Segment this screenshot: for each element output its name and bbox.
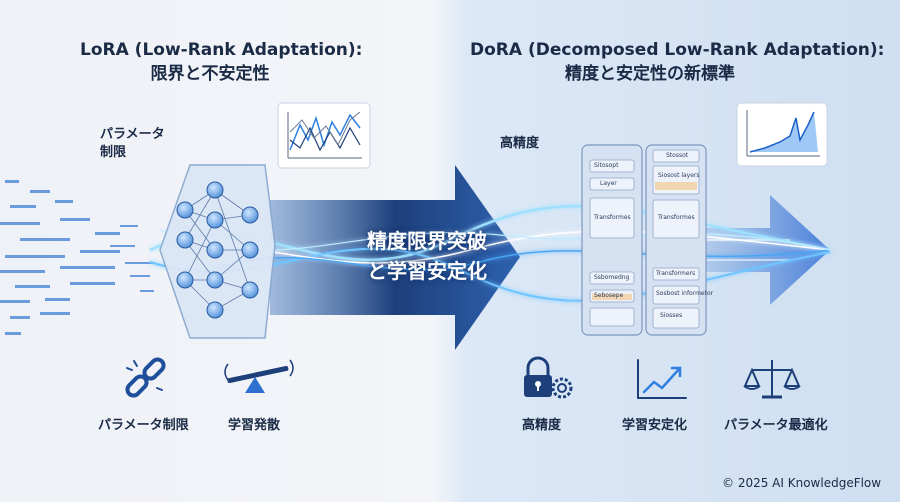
left-title-line1: LoRA (Low-Rank Adaptation): <box>80 40 363 60</box>
broken-chain-icon <box>125 357 166 398</box>
bottom-label-param-opt: パラメータ最適化 <box>724 418 828 433</box>
panel-text: Sebosepe <box>594 292 624 299</box>
left-title-line2: 限界と不安定性 <box>150 64 270 84</box>
right-title-line1: DoRA (Decomposed Low-Rank Adaptation): <box>470 40 885 60</box>
rising-chart <box>736 102 828 167</box>
unstable-chart <box>277 102 371 169</box>
param-label-line1: パラメータ <box>100 127 165 142</box>
right-arrow <box>700 195 830 305</box>
panel-text: Stossot <box>666 152 689 159</box>
panel-text: Sitosopt <box>594 162 619 169</box>
lock-gear-icon <box>524 356 573 399</box>
neural-network <box>159 164 276 339</box>
panel-text: Transformes <box>658 214 695 221</box>
right-title: DoRA (Decomposed Low-Rank Adaptation): 精… <box>470 38 885 86</box>
panel-text: Sosbost informetor <box>656 290 714 297</box>
bottom-label-precision: 高精度 <box>522 418 562 433</box>
bottom-label-stability: 学習安定化 <box>622 418 688 433</box>
panel-text: Siosses <box>660 312 683 319</box>
panel-text: Ssbomedng <box>594 274 630 281</box>
rising-chart-icon <box>637 359 687 399</box>
bottom-label-divergence: 学習発散 <box>228 418 281 433</box>
param-limit-label: パラメータ 制限 <box>100 126 165 162</box>
balance-scale-icon <box>743 360 801 399</box>
bottom-label-param-limit: パラメータ制限 <box>98 418 189 433</box>
panel-text: Layer <box>600 180 617 187</box>
seesaw-icon <box>224 359 294 393</box>
panel-text: Siosost layers <box>658 172 700 179</box>
center-label: 精度限界突破 と学習安定化 <box>342 226 512 286</box>
center-label-line2: と学習安定化 <box>367 259 487 283</box>
right-title-line2: 精度と安定性の新標準 <box>565 64 735 84</box>
param-label-line2: 制限 <box>100 145 127 160</box>
panel-text: Transformes <box>594 214 631 221</box>
copyright: © 2025 AI KnowledgeFlow <box>722 476 882 490</box>
left-title: LoRA (Low-Rank Adaptation): 限界と不安定性 <box>80 38 363 86</box>
data-stream <box>0 180 155 335</box>
transformer-layers <box>581 144 707 336</box>
center-label-line1: 精度限界突破 <box>367 229 487 253</box>
precision-label: 高精度 <box>500 136 540 151</box>
panel-text: Transformers <box>656 270 696 277</box>
